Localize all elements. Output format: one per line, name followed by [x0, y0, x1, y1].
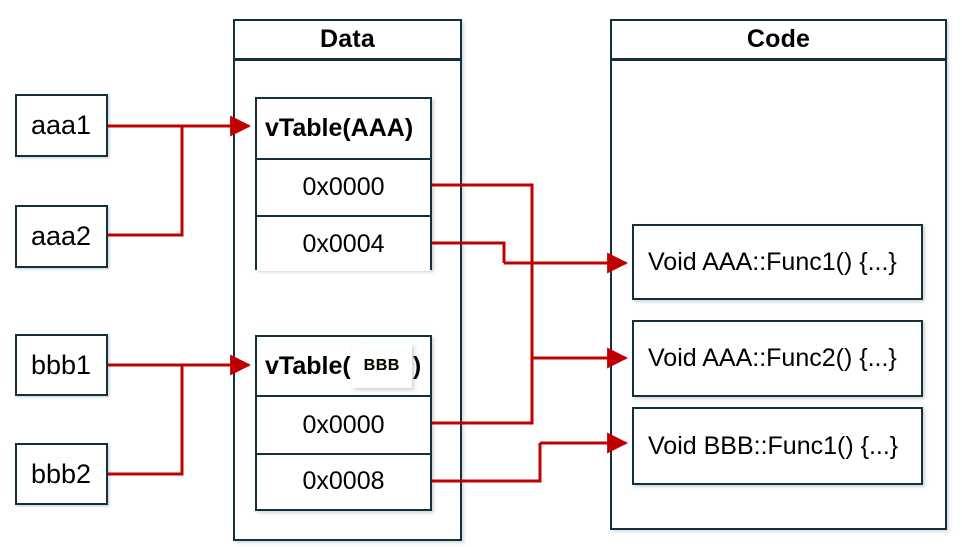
object-label: bbb2	[31, 458, 92, 489]
code-box-aaa-func1[interactable]: Void AAA::Func1() {...}	[632, 224, 923, 300]
code-box-aaa-func2[interactable]: Void AAA::Func2() {...}	[632, 320, 923, 397]
vtable-aaa-slot-0[interactable]: 0x0000	[257, 160, 430, 217]
slot-value: 0x0000	[302, 410, 385, 439]
slot-value: 0x0000	[302, 173, 385, 201]
code-label: Void BBB::Func1() {...}	[648, 431, 899, 460]
slot-value: 0x0008	[302, 467, 385, 495]
vtable-aaa-slot-1[interactable]: 0x0004	[257, 217, 430, 271]
object-box-bbb1[interactable]: bbb1	[15, 334, 108, 396]
object-box-aaa1[interactable]: aaa1	[15, 94, 108, 157]
code-box-bbb-func1[interactable]: Void BBB::Func1() {...}	[632, 407, 923, 485]
vtable-bbb-slot-1[interactable]: 0x0008	[257, 455, 430, 508]
vtable-bbb-header-suffix: )	[412, 351, 422, 380]
object-box-aaa2[interactable]: aaa2	[15, 205, 108, 268]
code-label: Void AAA::Func1() {...}	[648, 247, 897, 276]
object-box-bbb2[interactable]: bbb2	[15, 443, 108, 505]
object-label: aaa2	[31, 221, 92, 251]
vtable-bbb[interactable]: vTable(BBB) 0x0000 0x0008	[255, 335, 432, 511]
code-region-title: Code	[612, 21, 945, 61]
code-label: Void AAA::Func2() {...}	[648, 344, 897, 372]
data-region-title: Data	[235, 21, 460, 61]
slot-value: 0x0004	[302, 229, 385, 258]
vtable-aaa[interactable]: vTable(AAA) 0x0000 0x0004	[255, 97, 432, 271]
vtable-bbb-header-prefix: vTable(	[265, 351, 351, 380]
vtable-aaa-header: vTable(AAA)	[257, 99, 430, 160]
vtable-bbb-slot-0[interactable]: 0x0000	[257, 397, 430, 455]
vtable-aaa-header-text: vTable(AAA)	[265, 114, 414, 142]
wire-bbb2-to-vtable-bbb	[108, 365, 184, 476]
vtable-bbb-header-chip: BBB	[351, 344, 412, 388]
vtable-bbb-header: vTable(BBB)	[257, 337, 430, 397]
object-label: bbb1	[31, 349, 92, 380]
wire-aaa2-to-vtable-aaa	[108, 126, 184, 237]
object-label: aaa1	[31, 110, 92, 140]
